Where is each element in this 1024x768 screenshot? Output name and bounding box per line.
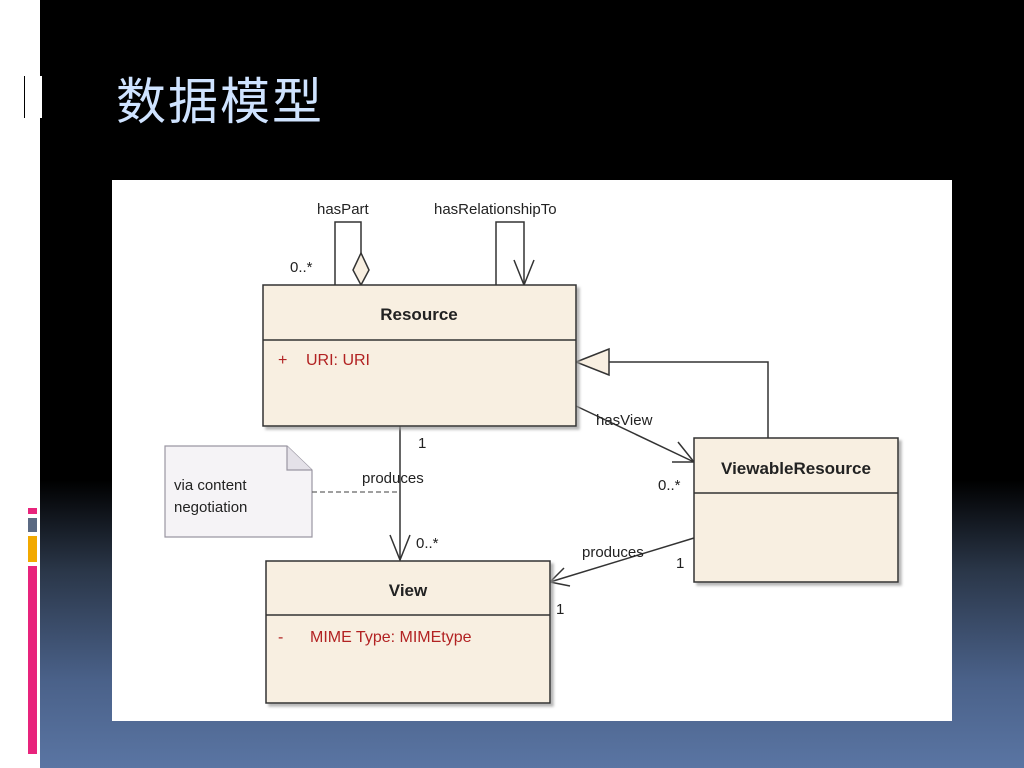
resource-class: Resource + URI: URI <box>262 284 577 427</box>
has-part-multiplicity: 0..* <box>290 259 313 276</box>
resource-class-name: Resource <box>380 305 457 324</box>
has-relationship-to-association <box>495 221 535 288</box>
side-accent-bar-orange <box>28 536 37 562</box>
side-accent-bar-pink <box>28 508 37 514</box>
viewable-produces-target-multiplicity: 1 <box>556 601 564 618</box>
note-fold-corner <box>286 446 312 471</box>
viewable-resource-class: ViewableResource <box>693 437 899 583</box>
slide-title: 数据模型 <box>116 73 324 131</box>
viewable-resource-class-name: ViewableResource <box>721 459 871 478</box>
resource-produces-association <box>389 426 411 563</box>
title-decoration-bar <box>33 76 36 118</box>
note-line-2: negotiation <box>174 499 247 516</box>
has-view-label: hasView <box>596 412 653 429</box>
view-attribute: MIME Type: MIMEtype <box>310 629 472 646</box>
resource-produces-label: produces <box>362 470 424 487</box>
uml-diagram-panel: hasPart 0..* hasRelationshipTo hasView 0… <box>112 180 952 721</box>
resource-produces-target-multiplicity: 0..* <box>416 535 439 552</box>
has-part-association <box>334 221 370 287</box>
has-part-label: hasPart <box>317 201 370 218</box>
note-box <box>164 445 313 538</box>
generalization-triangle-icon <box>573 347 610 377</box>
open-arrow-icon <box>672 441 696 463</box>
aggregation-diamond-icon <box>352 251 370 287</box>
view-class: View - MIME Type: MIMEtype <box>265 560 551 704</box>
viewable-produces-source-multiplicity: 1 <box>676 555 684 572</box>
view-attr-visibility: - <box>278 629 283 646</box>
resource-attr-visibility: + <box>278 352 287 369</box>
uml-diagram: hasPart 0..* hasRelationshipTo hasView 0… <box>164 201 899 704</box>
has-relationship-to-label: hasRelationshipTo <box>434 201 557 218</box>
resource-produces-source-multiplicity: 1 <box>418 435 426 452</box>
generalization-line <box>573 347 769 438</box>
title-decoration-bar <box>28 76 31 118</box>
open-arrow-icon <box>389 534 411 563</box>
side-accent-bar-pink <box>28 566 37 754</box>
side-accent-bar-gray <box>28 518 37 532</box>
title-decoration-bar <box>38 76 42 118</box>
title-decoration-bar <box>24 76 25 118</box>
has-view-multiplicity: 0..* <box>658 477 681 494</box>
note-line-1: via content <box>174 477 247 494</box>
resource-attribute: URI: URI <box>306 352 370 369</box>
view-class-name: View <box>389 581 428 600</box>
viewable-produces-label: produces <box>582 544 644 561</box>
